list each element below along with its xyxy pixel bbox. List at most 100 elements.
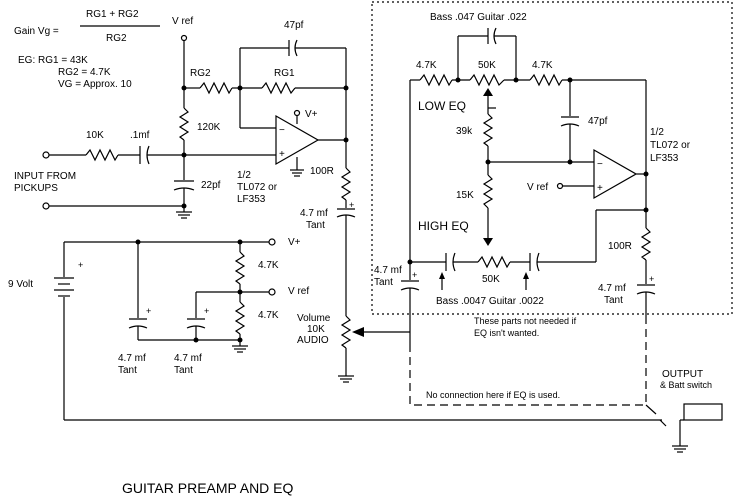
eq-r47k-left-label: 4.7K (416, 60, 437, 71)
preamp-cap-label-2: Tant (306, 220, 325, 231)
eq-opamp-half: 1/2 (650, 127, 664, 138)
eq-bass-bot-label: Bass .0047 Guitar .0022 (436, 296, 544, 307)
power-supply: + 9 Volt V+ + 4.7 mf Tant 4.7K V ref 4.7… (8, 237, 662, 421)
c01-label: .1mf (130, 130, 150, 141)
preamp-cap-label-1: 4.7 mf (300, 208, 328, 219)
opamp-plus: + (279, 149, 285, 160)
preamp-stage: V ref 120K RG2 47pf RG1 − + (14, 16, 356, 316)
input-jack-tip[interactable] (42, 151, 50, 159)
volume-label-3: AUDIO (297, 335, 329, 346)
svg-text:+: + (649, 274, 654, 284)
vplus-terminal (268, 238, 276, 246)
svg-text:+: + (412, 270, 417, 280)
eq-pot-low[interactable] (469, 73, 505, 87)
resistor-rg2 (199, 81, 233, 95)
divider-top-label: 4.7K (258, 260, 279, 271)
eq-47pf-label: 47pf (588, 116, 608, 127)
eq-opamp-type2: LF353 (650, 153, 679, 164)
example-line-3: VG = Approx. 10 (58, 79, 132, 90)
rg1-label: RG1 (274, 68, 295, 79)
resistor-rg1 (261, 81, 296, 95)
eq-section: Bass .047 Guitar .022 4.7K 50K 4.7K LOW … (371, 1, 733, 406)
preamp-opamp (275, 114, 320, 166)
eq-vref-terminal (556, 182, 564, 190)
r120k-label: 120K (197, 122, 221, 133)
output-label-1: OUTPUT (662, 369, 703, 380)
preamp-opamp-type1: TL072 or (237, 182, 278, 193)
volume-pot[interactable]: Volume 10K AUDIO (297, 313, 410, 383)
eq-r39k (482, 113, 494, 147)
eq-vref-label: V ref (527, 182, 548, 193)
eq-out-cap-label-1: 4.7 mf (598, 283, 626, 294)
resistor-divider-top (234, 251, 246, 285)
opamp-vplus-label: V+ (305, 109, 318, 120)
svg-text:+: + (349, 200, 354, 210)
svg-text:−: − (597, 159, 603, 170)
low-eq-label: LOW EQ (418, 99, 466, 113)
input-label-1: INPUT FROM (14, 171, 76, 182)
supply-vref-label: V ref (288, 286, 309, 297)
eq-note-1: These parts not needed if (474, 316, 577, 326)
eq-noconn-label: No connection here if EQ is used. (426, 390, 560, 400)
example-line-1: EG: RG1 = 43K (18, 55, 88, 66)
eq-r47k-right (529, 73, 563, 87)
eq-optional-box (371, 1, 733, 315)
preamp-opamp-type2: LF353 (237, 194, 266, 205)
supply-vref-terminal (268, 288, 276, 296)
svg-text:+: + (146, 306, 151, 316)
svg-text:+: + (597, 183, 603, 194)
low-eq-wiper-arrow[interactable] (483, 88, 493, 96)
supply-cap2-label-2: Tant (174, 365, 193, 376)
r10k-label: 10K (86, 130, 104, 141)
eq-bass-top-label: Bass .047 Guitar .022 (430, 12, 527, 23)
svg-text:+: + (204, 306, 209, 316)
eq-out-cap-label-2: Tant (604, 295, 623, 306)
eq-r39k-label: 39k (456, 126, 473, 137)
eq-r47k-right-label: 4.7K (532, 60, 553, 71)
diagram-title: GUITAR PREAMP AND EQ (122, 480, 294, 496)
eq-pot-high[interactable] (477, 255, 511, 269)
volume-resistor[interactable] (340, 315, 352, 349)
volume-wiper-arrow[interactable] (352, 327, 364, 337)
output-label-2: & Batt switch (660, 380, 712, 390)
input-label-2: PICKUPS (14, 183, 58, 194)
eq-in-cap-label-1: 4.7 mf (374, 265, 402, 276)
output-jack-body[interactable] (683, 403, 723, 421)
eq-note-2: EQ isn't wanted. (474, 328, 539, 338)
preamp-vref-label: V ref (172, 16, 193, 27)
output-jack[interactable]: OUTPUT & Batt switch (645, 369, 723, 453)
eq-100r-label: 100R (608, 241, 632, 252)
input-jack-sleeve[interactable] (42, 202, 50, 210)
preamp-opamp-half: 1/2 (237, 170, 251, 181)
opamp-minus: − (279, 125, 285, 136)
eq-r47k-left (419, 73, 453, 87)
eq-pot-high-label: 50K (482, 274, 500, 285)
volume-label-2: 10K (307, 324, 325, 335)
high-eq-wiper-arrow[interactable] (483, 238, 493, 246)
battery-label: 9 Volt (8, 279, 33, 290)
c22pf-label: 22pf (201, 180, 221, 191)
high-eq-label: HIGH EQ (418, 219, 469, 233)
supply-cap2-label-1: 4.7 mf (174, 353, 202, 364)
gain-formula: Gain Vg = RG1 + RG2 RG2 EG: RG1 = 43K RG… (14, 9, 160, 90)
eq-resistor-100r (640, 227, 652, 261)
c47pf-label: 47pf (284, 20, 304, 31)
eq-r15k (482, 174, 494, 209)
resistor-preamp-100r (340, 167, 352, 201)
supply-cap1-label-2: Tant (118, 365, 137, 376)
divider-bot-label: 4.7K (258, 310, 279, 321)
eq-bypass-wire (409, 344, 646, 406)
svg-text:+: + (78, 260, 83, 270)
eq-pot-low-label: 50K (478, 60, 496, 71)
preamp-100r-label: 100R (310, 166, 334, 177)
vplus-label: V+ (288, 237, 301, 248)
resistor-120k (178, 107, 190, 141)
eq-r15k-label: 15K (456, 190, 474, 201)
example-line-2: RG2 = 4.7K (58, 67, 111, 78)
opamp-vplus-terminal (293, 109, 301, 117)
gain-denominator: RG2 (106, 33, 127, 44)
resistor-10k (85, 148, 119, 162)
eq-opamp (593, 148, 638, 200)
